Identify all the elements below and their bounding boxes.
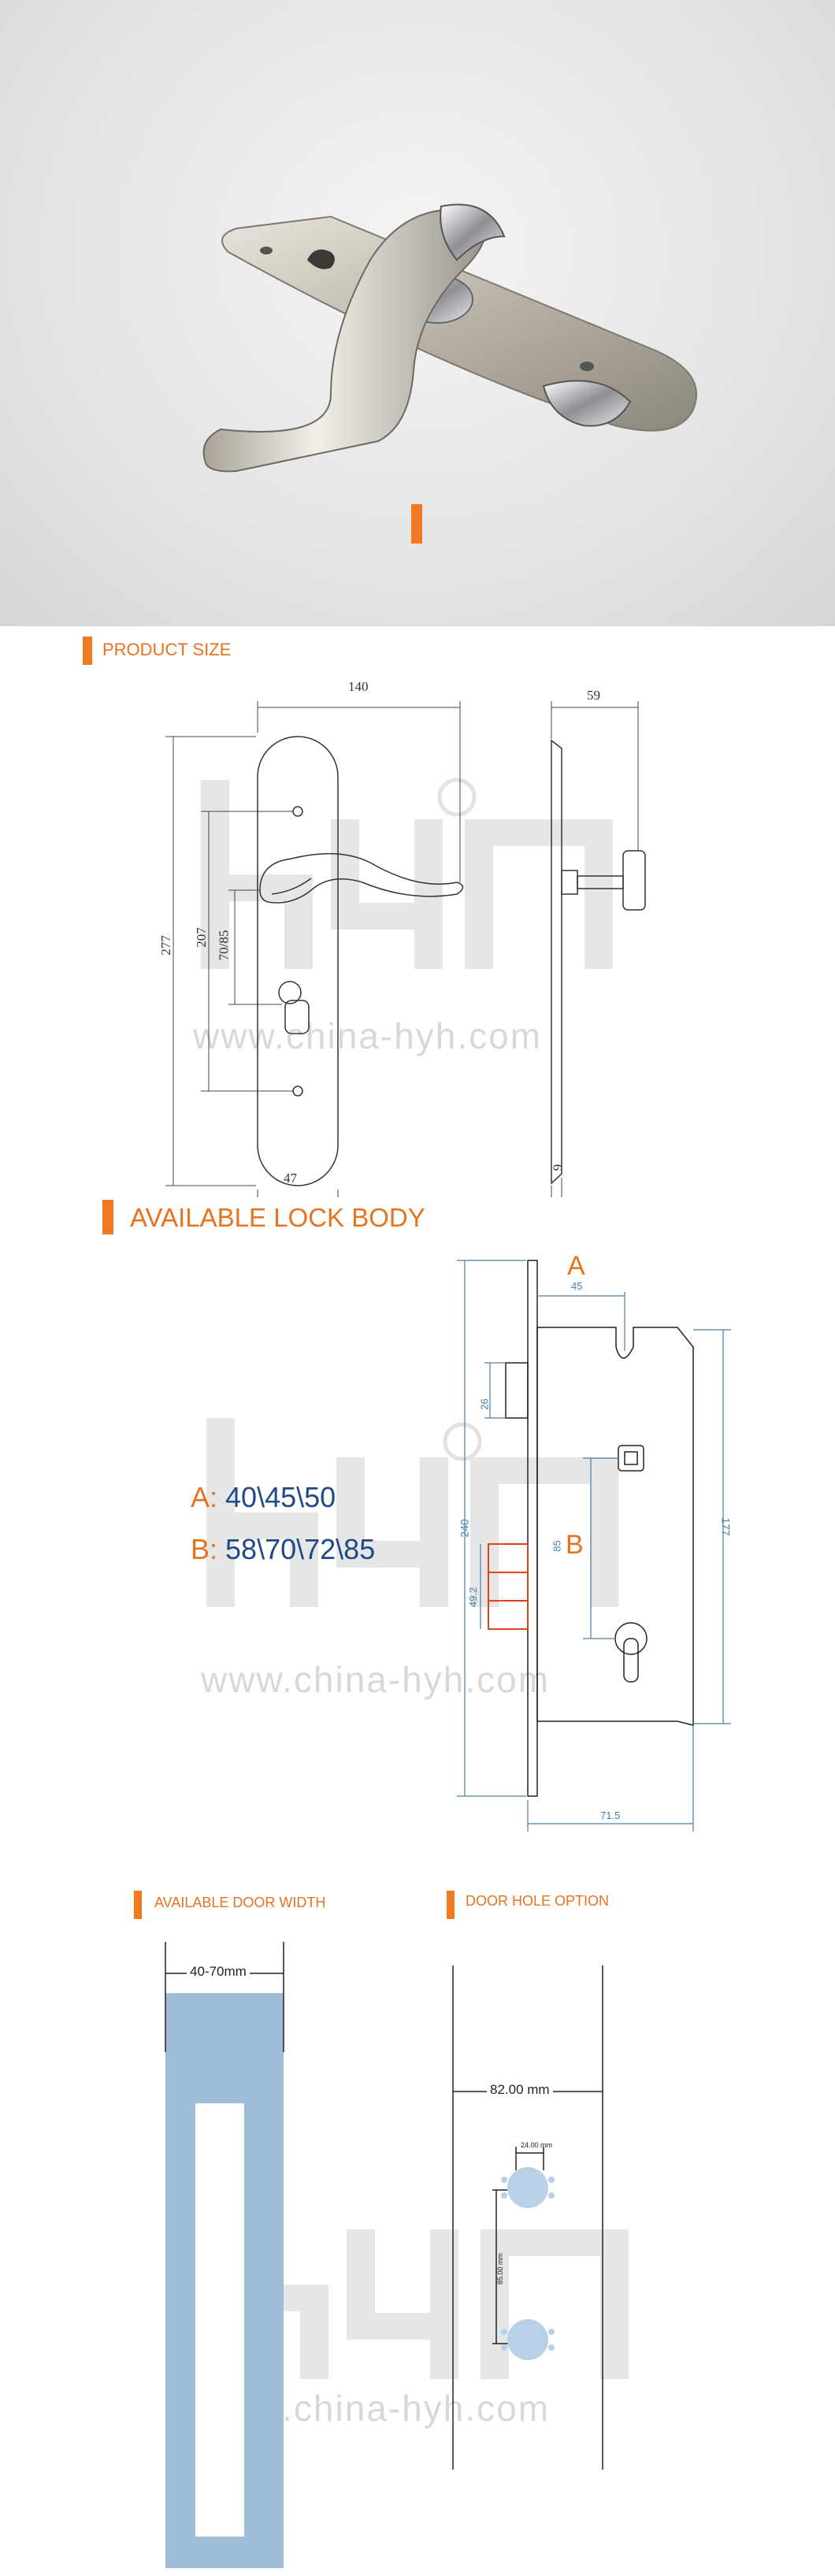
product-size-title: PRODUCT SIZE <box>102 640 232 659</box>
lock-dim-a-label: A <box>567 1251 585 1281</box>
lock-dim-latch: 49.2 <box>467 1587 480 1608</box>
spec-b: B: 58\70\72\85 <box>191 1533 375 1566</box>
watermark-logo-1 <box>201 778 613 969</box>
hero-accent-bar <box>411 504 422 544</box>
door-hole-marker <box>447 1891 455 1919</box>
lock-body-marker <box>102 1200 113 1234</box>
lock-dim-bottom: 71.5 <box>600 1810 621 1821</box>
door-width-range: 40-70mm <box>187 1964 250 1980</box>
spec-a-letter: A: <box>191 1481 218 1513</box>
door-hole-small-top: 24.00 mm <box>521 2141 553 2149</box>
dim-bottom-width: 47 <box>284 1171 297 1186</box>
watermark-url-1: www.china-hyh.com <box>193 1015 543 1056</box>
dim-side-depth: 59 <box>587 688 600 703</box>
hole-bottom <box>501 2319 555 2360</box>
lock-dim-height-body: 177 <box>719 1517 733 1536</box>
door-hole-vertical: 85.00 mm <box>496 2252 505 2285</box>
product-photo <box>0 0 835 626</box>
watermark-logo-2 <box>206 1418 618 1607</box>
lock-body-title: AVAILABLE LOCK BODY <box>130 1203 425 1232</box>
watermark-url-2: www.china-hyh.com <box>201 1659 551 1700</box>
spec-b-values: 58\70\72\85 <box>225 1533 376 1565</box>
lock-body-drawing <box>457 1260 731 1832</box>
door-cutout <box>195 2103 244 2537</box>
watermark-logo-3 <box>217 2190 629 2379</box>
door-hole-width: 82.00 mm <box>487 2082 553 2098</box>
lock-dim-top: 45 <box>571 1280 583 1292</box>
spec-a-values: 40\45\50 <box>225 1481 336 1513</box>
lock-dim-mid: 85 <box>551 1540 563 1552</box>
door-hole-drawing <box>452 1965 603 2470</box>
door-hole-title: DOOR HOLE OPTION <box>466 1893 610 1909</box>
dim-width-top: 140 <box>348 679 369 694</box>
product-size-drawing <box>165 701 646 1197</box>
lever-handle-illustration <box>202 203 697 473</box>
door-width-title: AVAILABLE DOOR WIDTH <box>154 1895 326 1910</box>
lock-dim-left-small: 26 <box>478 1398 491 1410</box>
door-width-drawing <box>165 1942 284 2568</box>
dim-height: 277 <box>158 935 173 956</box>
dim-cyl-spacing: 70/85 <box>216 930 232 961</box>
lock-dim-b-label: B <box>566 1530 584 1560</box>
spec-b-letter: B: <box>191 1533 218 1565</box>
spec-a: A: 40\45\50 <box>191 1481 336 1514</box>
door-width-marker <box>134 1891 142 1919</box>
lock-dim-height-total: 240 <box>458 1519 471 1538</box>
product-size-marker <box>83 637 92 665</box>
dim-plate-thickness: 9 <box>550 1164 566 1171</box>
dim-hole-spacing: 207 <box>193 927 209 948</box>
hole-top <box>501 2167 555 2208</box>
